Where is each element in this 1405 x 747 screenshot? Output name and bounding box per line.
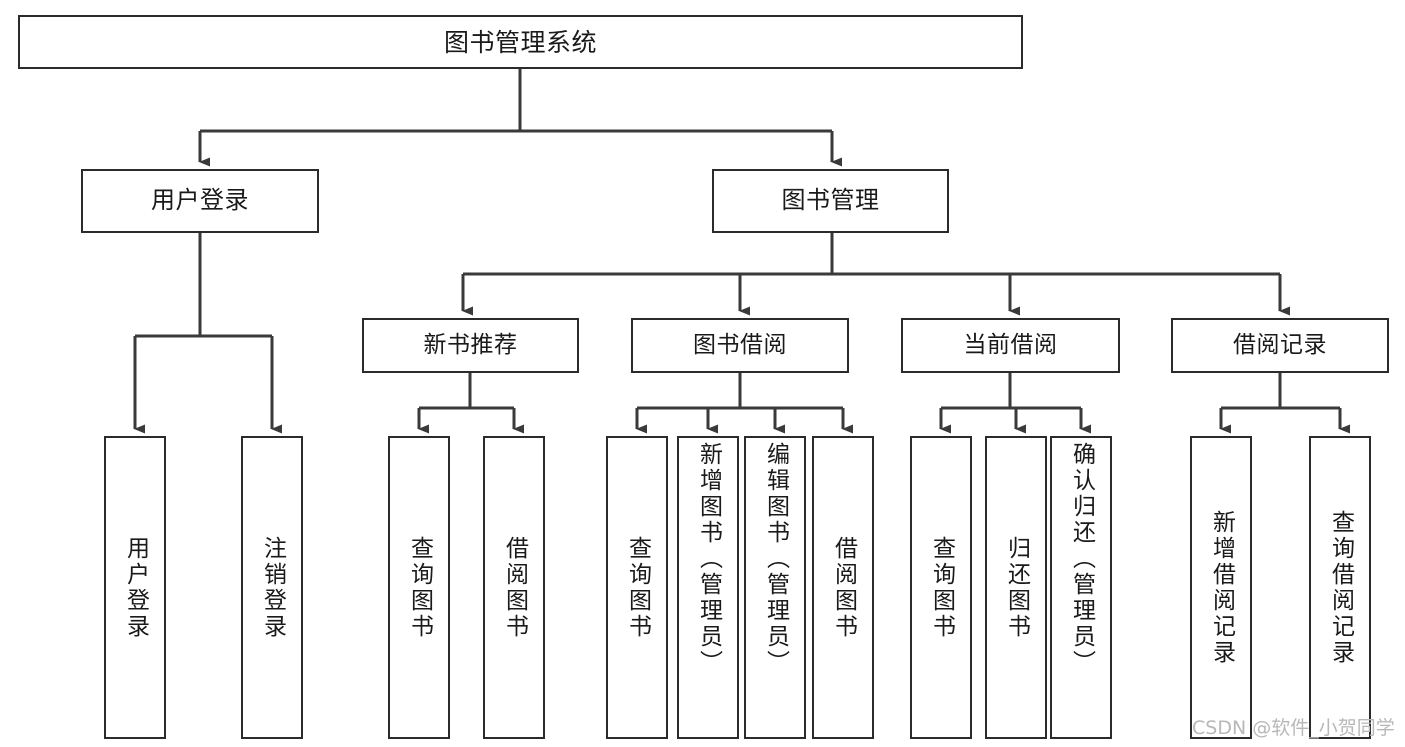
node-label: 查询借阅记录: [1327, 509, 1354, 666]
node-book-management-system[interactable]: 图书管理系统: [18, 15, 1023, 69]
node-label: 借阅图书: [501, 535, 528, 640]
leaf-node[interactable]: 查询图书: [388, 436, 450, 739]
leaf-node[interactable]: 归还图书: [985, 436, 1047, 739]
node-current-borrow[interactable]: 当前借阅: [901, 318, 1120, 373]
node-label: 借阅记录: [1233, 332, 1327, 359]
node-label: 归还图书: [1003, 535, 1030, 640]
node-label: 图书管理系统: [443, 27, 597, 57]
node-label: 用户登录: [122, 535, 149, 640]
leaf-node[interactable]: 查询图书: [606, 436, 668, 739]
node-new-book-recommend[interactable]: 新书推荐: [362, 318, 579, 373]
node-label: 借阅图书: [830, 535, 857, 640]
node-book-management[interactable]: 图书管理: [712, 169, 949, 233]
node-label: 图书借阅: [693, 332, 787, 359]
node-label: 新书推荐: [423, 332, 518, 359]
leaf-node[interactable]: 用户登录: [104, 436, 166, 739]
watermark-text: CSDN @软件_小贺同学: [1192, 717, 1395, 739]
leaf-node[interactable]: 注销登录: [241, 436, 303, 739]
node-label: 新增图书（管理员）: [695, 442, 722, 676]
node-label: 用户登录: [151, 186, 249, 215]
leaf-node[interactable]: 编辑图书（管理员）: [744, 436, 806, 739]
node-user-login[interactable]: 用户登录: [81, 169, 319, 233]
node-label: 查询图书: [928, 535, 955, 640]
node-label: 图书管理: [781, 186, 880, 215]
node-label: 编辑图书（管理员）: [762, 442, 789, 676]
leaf-node[interactable]: 新增借阅记录: [1190, 436, 1252, 739]
leaf-node[interactable]: 借阅图书: [812, 436, 874, 739]
leaf-node[interactable]: 确认归还（管理员）: [1050, 436, 1112, 739]
node-borrow-record[interactable]: 借阅记录: [1171, 318, 1389, 373]
node-label: 查询图书: [624, 535, 651, 640]
node-label: 确认归还（管理员）: [1068, 442, 1095, 676]
leaf-node[interactable]: 查询图书: [910, 436, 972, 739]
leaf-node[interactable]: 查询借阅记录: [1309, 436, 1371, 739]
node-label: 当前借阅: [963, 332, 1058, 359]
leaf-node[interactable]: 借阅图书: [483, 436, 545, 739]
node-label: 注销登录: [259, 535, 286, 640]
node-book-borrow[interactable]: 图书借阅: [631, 318, 849, 373]
node-label: 查询图书: [406, 535, 433, 640]
node-label: 新增借阅记录: [1208, 509, 1235, 666]
leaf-node[interactable]: 新增图书（管理员）: [677, 436, 739, 739]
